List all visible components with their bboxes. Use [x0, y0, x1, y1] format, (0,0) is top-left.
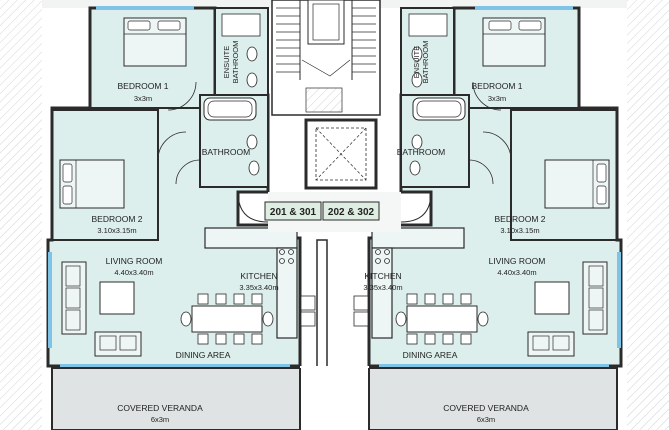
left-bedroom2-size: 3.10x3.15m — [97, 226, 136, 235]
right-bedroom1-label: BEDROOM 1 — [471, 81, 522, 91]
right-kitchen-size: 3.35x3.40m — [363, 283, 402, 292]
left-bed1-icon — [123, 17, 187, 67]
right-bedroom2-size: 3.10x3.15m — [500, 226, 539, 235]
left-kitchen-counter — [204, 227, 298, 249]
right-ensuite-label: ENSUITE — [412, 46, 421, 79]
left-bedroom2-label: BEDROOM 2 — [91, 214, 142, 224]
site-right-hatch — [627, 0, 669, 430]
right-kitchen-label: KITCHEN — [364, 271, 401, 281]
left-veranda — [51, 367, 301, 430]
apartment-right — [353, 6, 623, 430]
left-kitchen-counter-side — [276, 247, 298, 339]
unit-number-right: 202 & 302 — [328, 207, 375, 218]
left-veranda-label: COVERED VERANDA — [117, 403, 203, 413]
left-kitchen-label: KITCHEN — [240, 271, 277, 281]
right-dining-label: DINING AREA — [403, 350, 458, 360]
left-hob-icon — [279, 249, 294, 264]
left-bedroom2-wall — [51, 109, 159, 241]
left-kitchen-size: 3.35x3.40m — [239, 283, 278, 292]
right-ensuite-label2: BATHROOM — [421, 41, 430, 84]
left-toilet-icon — [246, 46, 260, 176]
unit-label-right: 202 & 302 — [322, 201, 380, 221]
unit-label-left: 201 & 301 — [264, 201, 322, 221]
right-bathroom-label: BATHROOM — [397, 147, 445, 157]
left-dining-table-icon — [180, 293, 274, 345]
left-veranda-size: 6x3m — [151, 415, 169, 424]
right-bedroom1-size: 3x3m — [488, 94, 506, 103]
unit-number-left: 201 & 301 — [270, 207, 317, 218]
left-sofa-icon — [61, 261, 142, 357]
right-living-size: 4.40x3.40m — [497, 268, 536, 277]
left-bed2-icon — [59, 159, 125, 209]
left-living-size: 4.40x3.40m — [114, 268, 153, 277]
left-bedroom1-label: BEDROOM 1 — [117, 81, 168, 91]
right-living-label: LIVING ROOM — [489, 256, 546, 266]
left-living-label: LIVING ROOM — [106, 256, 163, 266]
left-bathroom-label: BATHROOM — [202, 147, 250, 157]
site-left-hatch — [0, 0, 42, 430]
left-shower-icon — [221, 13, 261, 37]
left-ensuite-label: ENSUITE — [222, 46, 231, 79]
left-bathtub-icon — [203, 97, 257, 121]
left-sink-icon — [300, 295, 316, 327]
right-veranda-label: COVERED VERANDA — [443, 403, 529, 413]
left-dining-label: DINING AREA — [176, 350, 231, 360]
right-veranda-size: 6x3m — [477, 415, 495, 424]
left-bedroom1-size: 3x3m — [134, 94, 152, 103]
right-bedroom2-label: BEDROOM 2 — [494, 214, 545, 224]
apartment-left — [46, 6, 316, 430]
left-ensuite-label2: BATHROOM — [231, 41, 240, 84]
